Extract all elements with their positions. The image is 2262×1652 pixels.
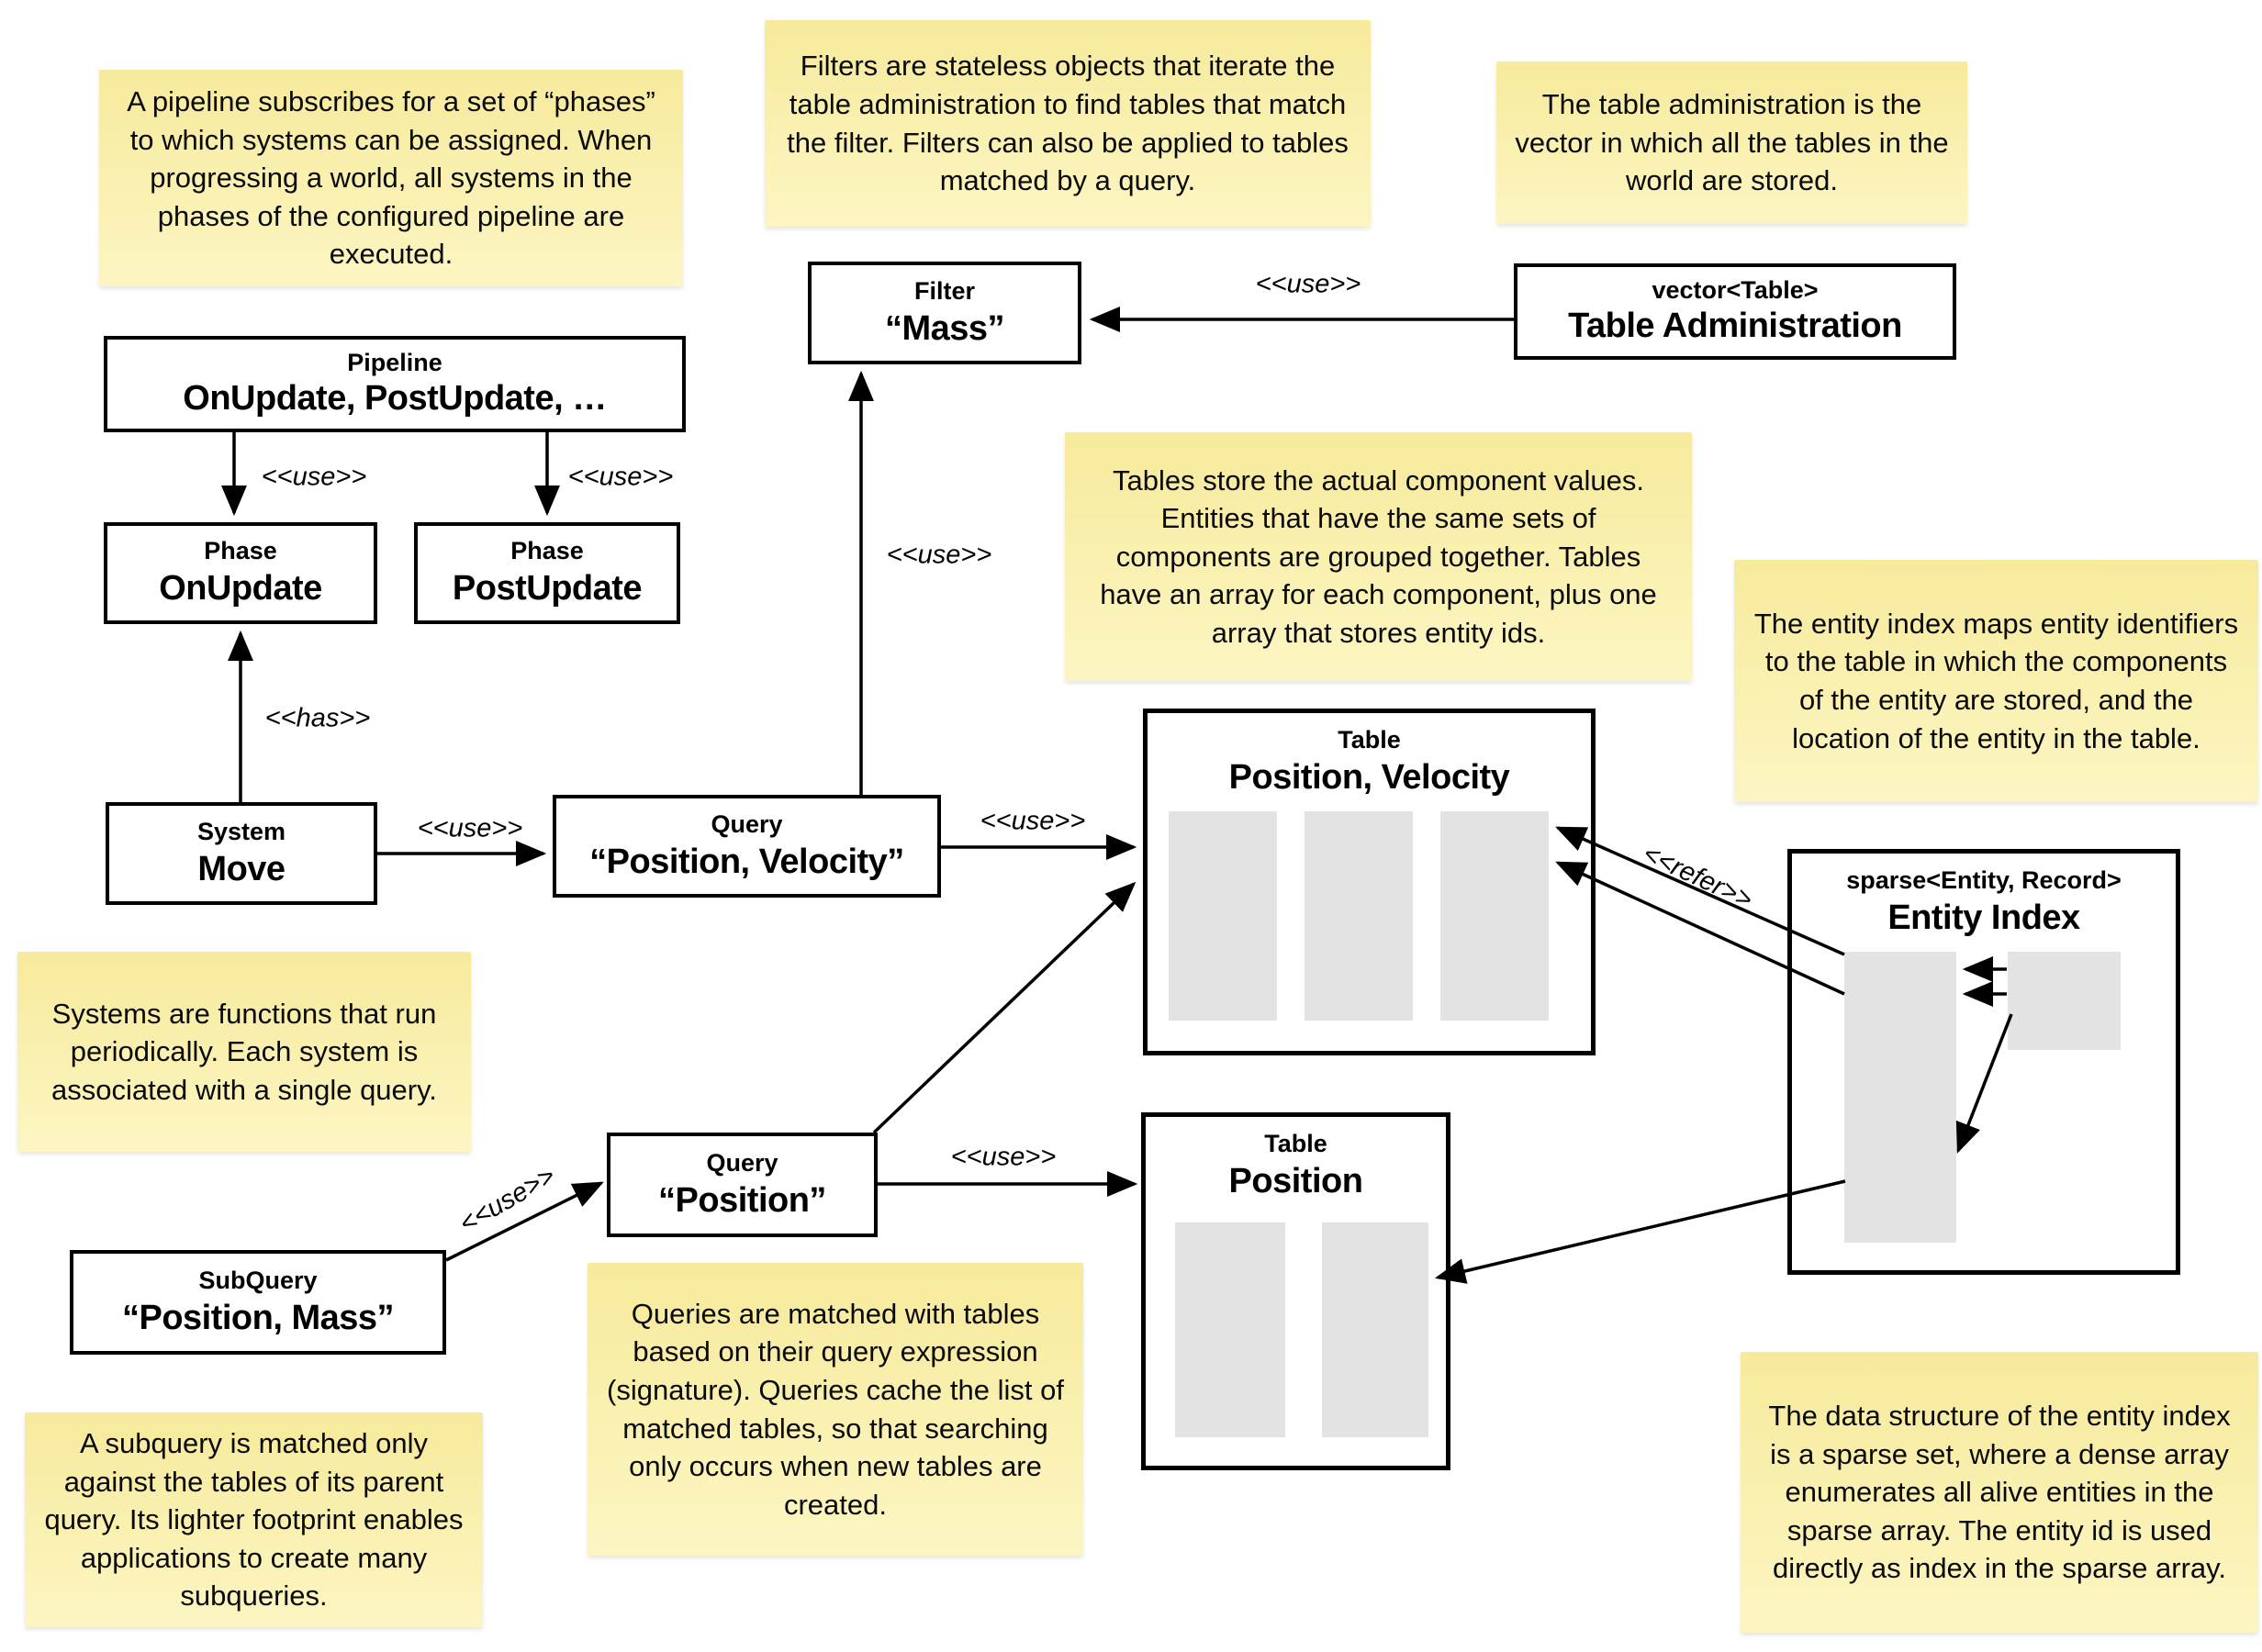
node-phase-postupdate-stereotype: Phase: [510, 537, 584, 565]
node-filter-name: “Mass”: [884, 308, 1005, 348]
node-table-administration-stereotype: vector<Table>: [1652, 276, 1819, 305]
edge-label-use-pipeline-on: <<use>>: [261, 462, 367, 492]
node-phase-postupdate-name: PostUpdate: [452, 569, 643, 608]
sparse-array: [1844, 952, 1956, 1243]
node-query-position-name: “Position”: [658, 1180, 826, 1220]
array-column: [1305, 811, 1413, 1021]
node-table-administration-name: Table Administration: [1568, 307, 1902, 346]
node-pipeline-name: OnUpdate, PostUpdate, …: [183, 379, 607, 419]
node-system-move-stereotype: System: [196, 817, 286, 845]
dense-array: [2008, 952, 2121, 1050]
edge-label-use-tableadmin-filter: <<use>>: [1255, 269, 1361, 299]
array-column: [1440, 811, 1549, 1021]
array-column: [1322, 1222, 1428, 1437]
node-query-position-stereotype: Query: [706, 1148, 778, 1177]
edge-label-use-subquery-queryp: <<use>>: [454, 1161, 561, 1240]
array-column: [1169, 811, 1277, 1021]
node-pipeline-stereotype: Pipeline: [347, 349, 442, 377]
node-table-position-name: Position: [1228, 1162, 1363, 1201]
array-column: [1175, 1222, 1285, 1437]
note-table-administration: The table administration is the vector i…: [1496, 61, 1967, 224]
note-systems: Systems are functions that run periodica…: [17, 952, 471, 1152]
edge-entityindex-tablep: [1434, 1179, 1846, 1284]
node-subquery-position-mass-stereotype: SubQuery: [198, 1266, 318, 1294]
node-phase-onupdate: Phase OnUpdate: [104, 522, 377, 624]
node-query-position-velocity: Query “Position, Velocity”: [553, 795, 941, 898]
node-query-position-velocity-name: “Position, Velocity”: [589, 842, 904, 881]
edge-label-use-queryp-tablep: <<use>>: [950, 1142, 1057, 1172]
node-filter: Filter “Mass”: [808, 262, 1081, 364]
node-phase-onupdate-stereotype: Phase: [204, 537, 277, 565]
node-system-move: System Move: [106, 802, 377, 905]
edge-label-use-querypv-filter: <<use>>: [886, 540, 992, 570]
node-phase-onupdate-name: OnUpdate: [159, 569, 322, 608]
node-phase-postupdate: Phase PostUpdate: [414, 522, 680, 624]
edge-label-use-querypv-tablepv: <<use>>: [980, 806, 1086, 836]
edge-label-has-system-phase: <<has>>: [264, 703, 371, 733]
node-entity-index-stereotype: sparse<Entity, Record>: [1846, 866, 2122, 894]
note-queries: Queries are matched with tables based on…: [588, 1263, 1083, 1556]
node-subquery-position-mass: SubQuery “Position, Mass”: [70, 1250, 446, 1355]
note-sparse-set: The data structure of the entity index i…: [1741, 1352, 2258, 1633]
note-tables: Tables store the actual component values…: [1065, 432, 1692, 681]
node-subquery-position-mass-name: “Position, Mass”: [121, 1298, 395, 1337]
node-filter-stereotype: Filter: [913, 276, 975, 305]
edge-label-use-pipeline-post: <<use>>: [567, 462, 674, 492]
node-pipeline: Pipeline OnUpdate, PostUpdate, …: [104, 336, 686, 432]
node-table-position-velocity-stereotype: Table: [1338, 726, 1401, 753]
edge-queryp-tablepv: [872, 881, 1137, 1134]
node-table-administration: vector<Table> Table Administration: [1514, 263, 1956, 360]
node-query-position: Query “Position”: [607, 1133, 878, 1237]
note-filters: Filters are stateless objects that itera…: [765, 20, 1371, 227]
note-pipeline: A pipeline subscribes for a set of “phas…: [99, 70, 683, 286]
edge-label-use-system-query: <<use>>: [417, 813, 523, 843]
node-table-position-stereotype: Table: [1264, 1130, 1327, 1157]
edge-label-refer-entityindex: <<refer>>: [1638, 839, 1757, 915]
note-subquery: A subquery is matched only against the t…: [25, 1412, 483, 1627]
node-system-move-name: Move: [197, 849, 286, 888]
node-query-position-velocity-stereotype: Query: [711, 809, 783, 838]
node-entity-index-name: Entity Index: [1887, 899, 2080, 938]
note-entity-index: The entity index maps entity identifiers…: [1734, 560, 2258, 802]
node-table-position-velocity-name: Position, Velocity: [1228, 758, 1510, 798]
